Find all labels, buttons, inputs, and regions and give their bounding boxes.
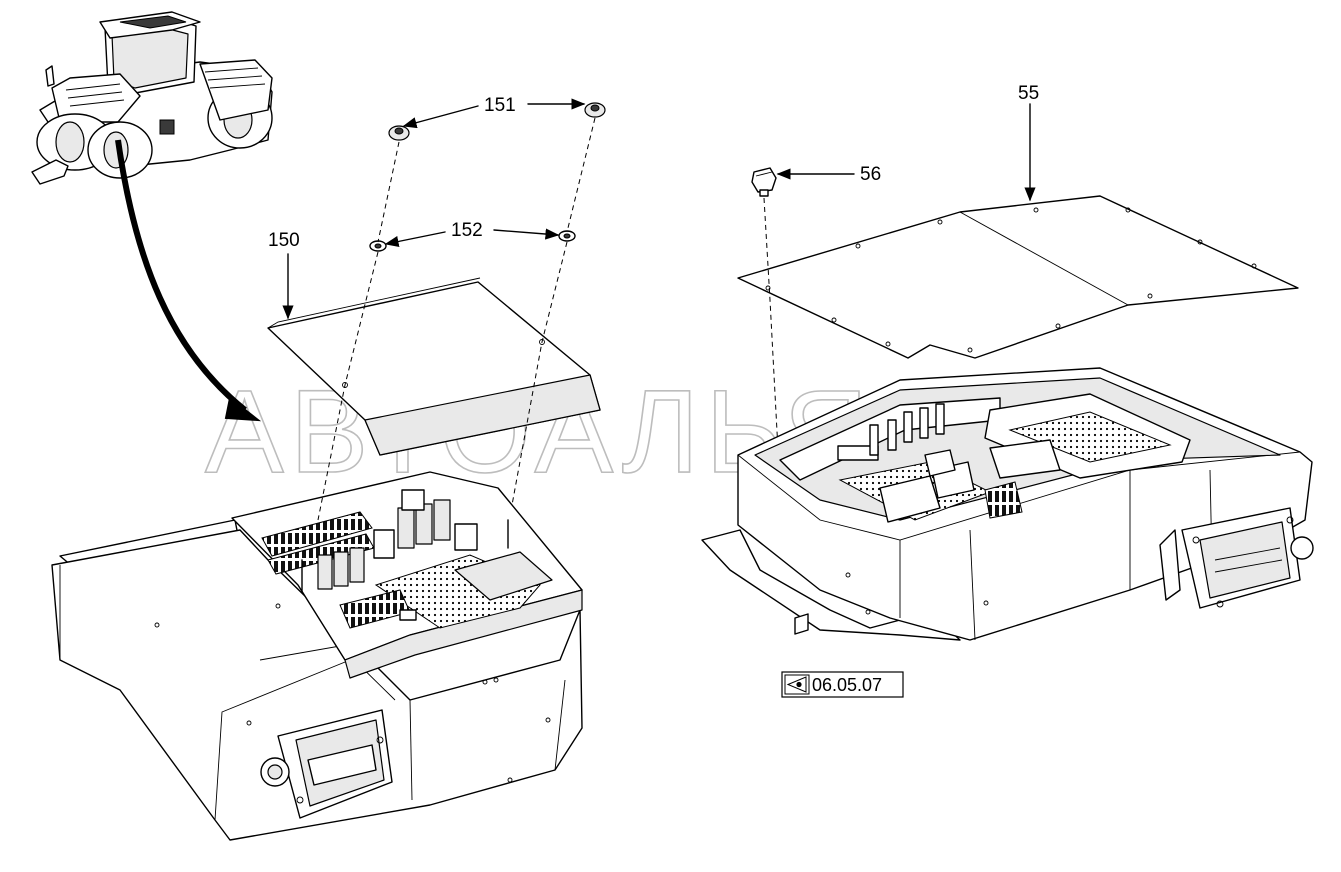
view-reference-label: 06.05.07 [812,675,882,695]
callout-55: 55 [1018,83,1039,104]
callout-56: 56 [860,164,881,185]
callout-152: 152 [451,220,483,241]
washer-152-right [558,230,576,242]
nut-151-left [388,125,410,141]
view-eye-icon [784,674,810,695]
location-pointer-arrow [115,139,247,413]
bolt-56 [751,167,777,197]
cover-plate-55 [737,195,1299,359]
washer-152-left [369,240,387,252]
cover-150 [267,277,601,456]
callout-150: 150 [268,230,300,251]
nut-151-right [584,102,606,118]
compactor-machine-illustration [31,11,273,185]
relay-block [317,489,478,590]
left-electrical-box-assembly [51,471,583,841]
callout-151: 151 [484,95,516,116]
right-electrical-box-assembly [701,367,1314,641]
view-reference-box[interactable]: 06.05.07 [781,671,904,698]
